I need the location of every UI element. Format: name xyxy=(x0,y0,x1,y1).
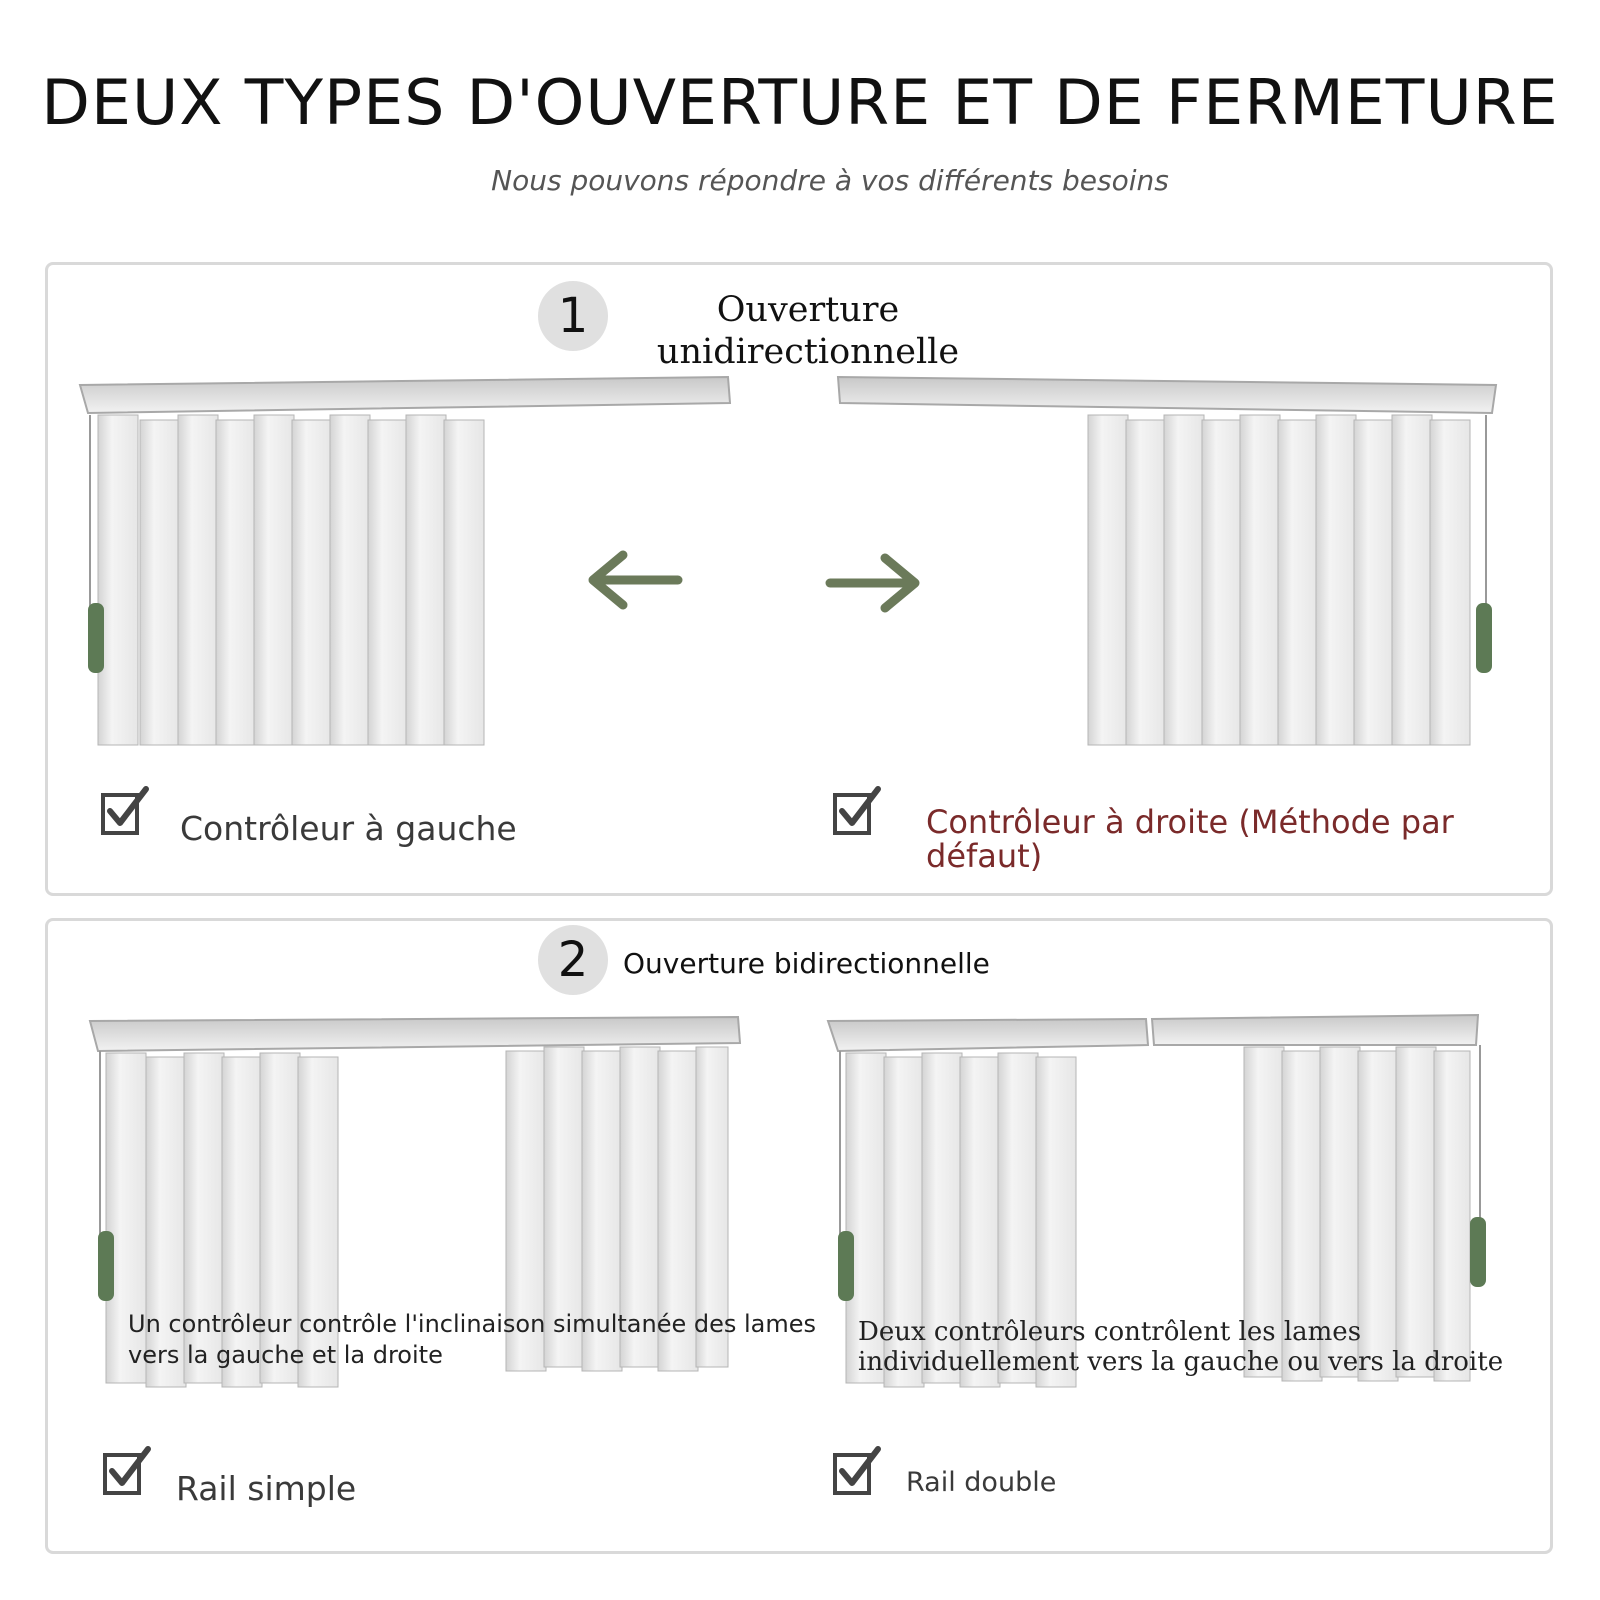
option-double-rail: Rail double xyxy=(906,1467,1057,1498)
panel-one-way-opening: 1 Ouverture unidirectionnelle xyxy=(45,262,1553,896)
option-single-rail: Rail simple xyxy=(176,1469,357,1508)
page-title: DEUX TYPES D'OUVERTURE ET DE FERMETURE xyxy=(41,66,1559,139)
arrow-left-icon xyxy=(588,550,683,610)
section-number-badge: 2 xyxy=(538,925,608,995)
section-title: Ouverture unidirectionnelle xyxy=(656,290,960,372)
checkbox-checked-icon[interactable] xyxy=(102,1445,158,1501)
section-title: Ouverture bidirectionnelle xyxy=(623,947,990,980)
page-subtitle: Nous pouvons répondre à vos différents b… xyxy=(491,164,1169,197)
controller-wand xyxy=(1476,603,1492,673)
arrow-right-icon xyxy=(825,553,920,613)
controller-wand xyxy=(1470,1217,1486,1287)
controller-wand xyxy=(98,1231,114,1301)
double-rail-description: Deux contrôleurs contrôlent les lames in… xyxy=(858,1317,1504,1377)
controller-wand xyxy=(838,1231,854,1301)
double-rail-blind xyxy=(826,1013,1486,1388)
checkbox-checked-icon[interactable] xyxy=(832,1445,888,1501)
option-controller-left: Contrôleur à gauche xyxy=(180,809,517,848)
blind-left-controller xyxy=(78,375,732,746)
section-number-badge: 1 xyxy=(538,281,608,351)
controller-wand xyxy=(88,603,104,673)
single-rail-blind xyxy=(88,1015,742,1388)
blind-right-controller xyxy=(836,375,1498,746)
one-way-blinds-illustration xyxy=(78,375,1498,746)
checkbox-checked-icon[interactable] xyxy=(832,785,888,841)
two-way-blinds-illustration xyxy=(88,1013,1486,1388)
checkbox-checked-icon[interactable] xyxy=(100,785,156,841)
single-rail-description: Un contrôleur contrôle l'inclinaison sim… xyxy=(128,1310,817,1369)
option-controller-right-default: Contrôleur à droite (Méthode par défaut) xyxy=(926,803,1454,875)
panel-two-way-opening: 2 Ouverture bidirectionnelle xyxy=(45,918,1553,1554)
